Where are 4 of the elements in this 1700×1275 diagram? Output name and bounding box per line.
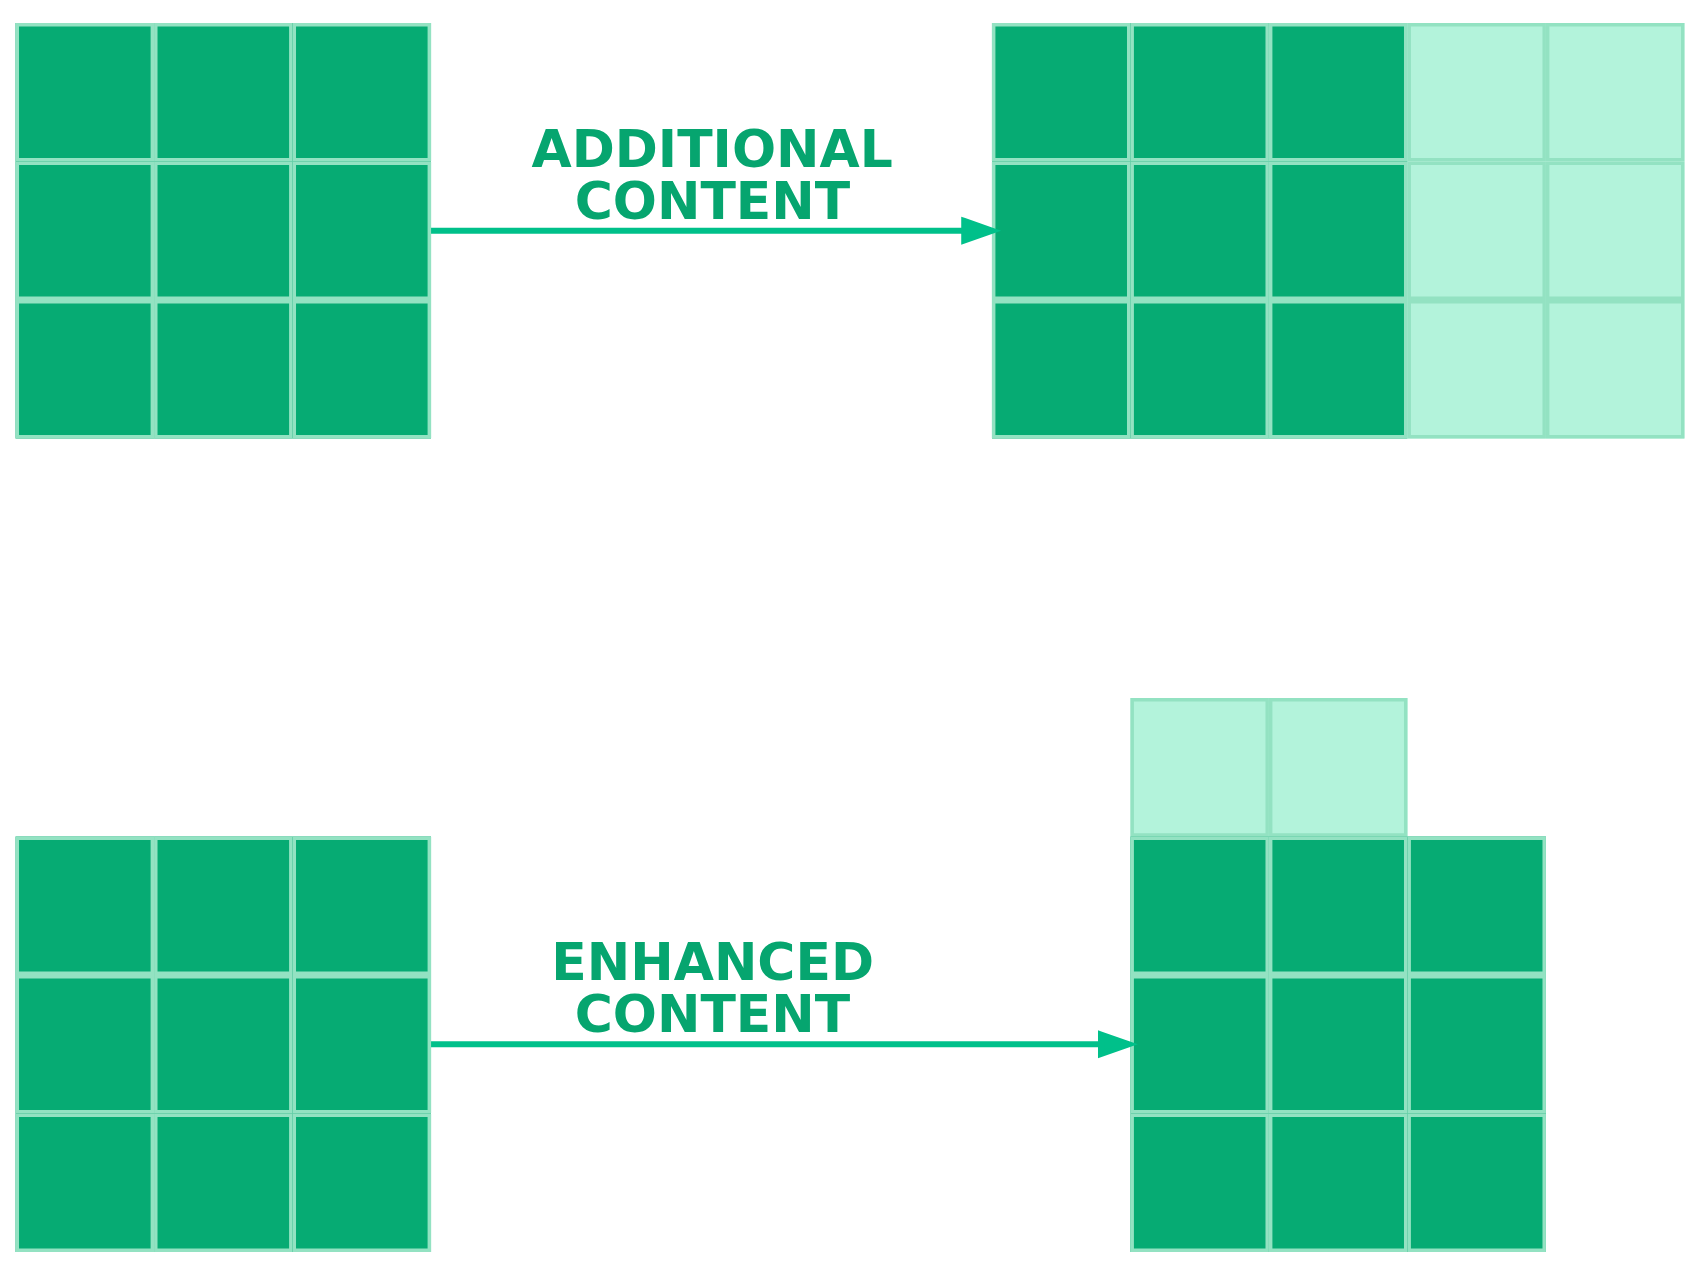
- arrow: [431, 216, 1002, 245]
- edge-label: ENHANCED CONTENT: [551, 932, 875, 1045]
- edge-label: ADDITIONAL CONTENT: [531, 118, 893, 231]
- arrow: [431, 1030, 1138, 1059]
